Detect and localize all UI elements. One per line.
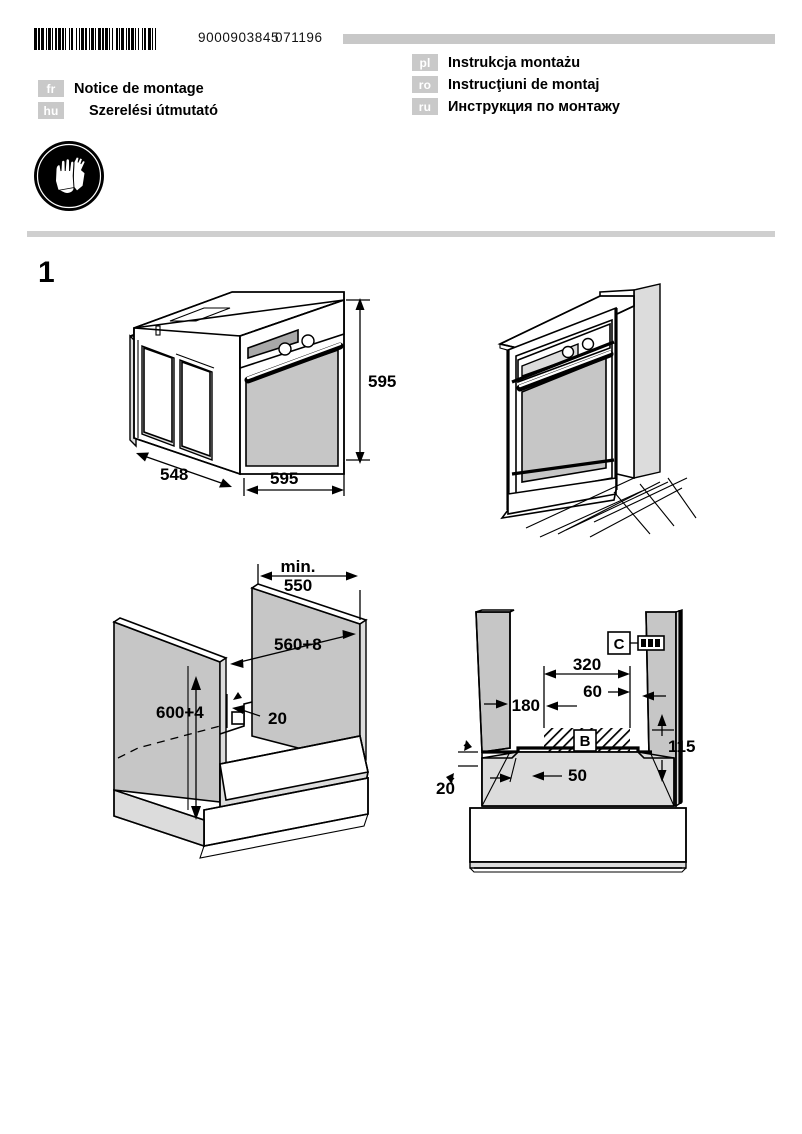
language-row-ru: ru Инструкция по монтажу [412, 96, 620, 117]
dimension-partial-width: 60 [583, 682, 602, 701]
language-row-ro: ro Instrucţiuni de montaj [412, 74, 620, 95]
dimension-niche-height: 600+4 [156, 703, 204, 722]
document-code: 071196 [275, 30, 323, 45]
language-code-hu: hu [38, 102, 64, 119]
language-title-ru: Инструкция по монтажу [448, 98, 620, 115]
oven-installed-in-cabinet [482, 282, 772, 538]
zone-label-b: B [580, 733, 591, 750]
header-gray-bar [343, 34, 775, 44]
dimension-niche-width: 560+8 [274, 635, 322, 654]
protective-gloves-icon [33, 140, 105, 212]
dimension-left-offset: 180 [512, 696, 540, 715]
dimension-depth: 548 [160, 465, 188, 484]
barcode-icon [34, 28, 192, 50]
header-divider [27, 231, 775, 237]
socket-callout-c: C [614, 636, 625, 653]
language-list-left: fr Notice de montage hu Szerelési útmuta… [38, 78, 218, 122]
oven-isometric-dimensions: 595 595 548 [112, 288, 402, 503]
language-title-ro: Instrucţiuni de montaj [448, 76, 600, 93]
dimension-depth-min-label: min. [281, 557, 316, 576]
language-code-fr: fr [38, 80, 64, 97]
ventilation-cutout-dimensions: B C [422, 600, 722, 890]
language-title-hu: Szerelési útmutató [89, 102, 218, 119]
dimension-front-offset: 20 [268, 709, 287, 728]
dimension-right-height: 115 [668, 737, 695, 756]
language-row-pl: pl Instrukcja montażu [412, 52, 620, 73]
dimension-panel-thickness: 20 [436, 779, 455, 798]
dimension-front-depth: 50 [568, 766, 587, 785]
language-code-ru: ru [412, 98, 438, 115]
dimension-depth-min: 550 [284, 576, 312, 595]
barcode-number: 9000903845 [198, 30, 280, 45]
language-list-right: pl Instrukcja montażu ro Instrucţiuni de… [412, 52, 620, 118]
page-header: 9000903845 071196 fr Notice de montage h… [0, 0, 802, 237]
language-title-fr: Notice de montage [74, 80, 204, 97]
cabinet-niche-dimensions: min. 550 560+8 600+4 20 [92, 557, 402, 888]
dimension-total-width: 320 [573, 655, 601, 674]
language-code-ro: ro [412, 76, 438, 93]
dimension-height: 595 [368, 372, 396, 391]
power-socket-icon [637, 635, 665, 651]
language-code-pl: pl [412, 54, 438, 71]
language-row-fr: fr Notice de montage [38, 78, 218, 99]
language-title-pl: Instrukcja montażu [448, 54, 581, 71]
section-number: 1 [38, 256, 55, 289]
language-row-hu: hu Szerelési útmutató [38, 100, 218, 121]
dimension-width: 595 [270, 469, 298, 488]
